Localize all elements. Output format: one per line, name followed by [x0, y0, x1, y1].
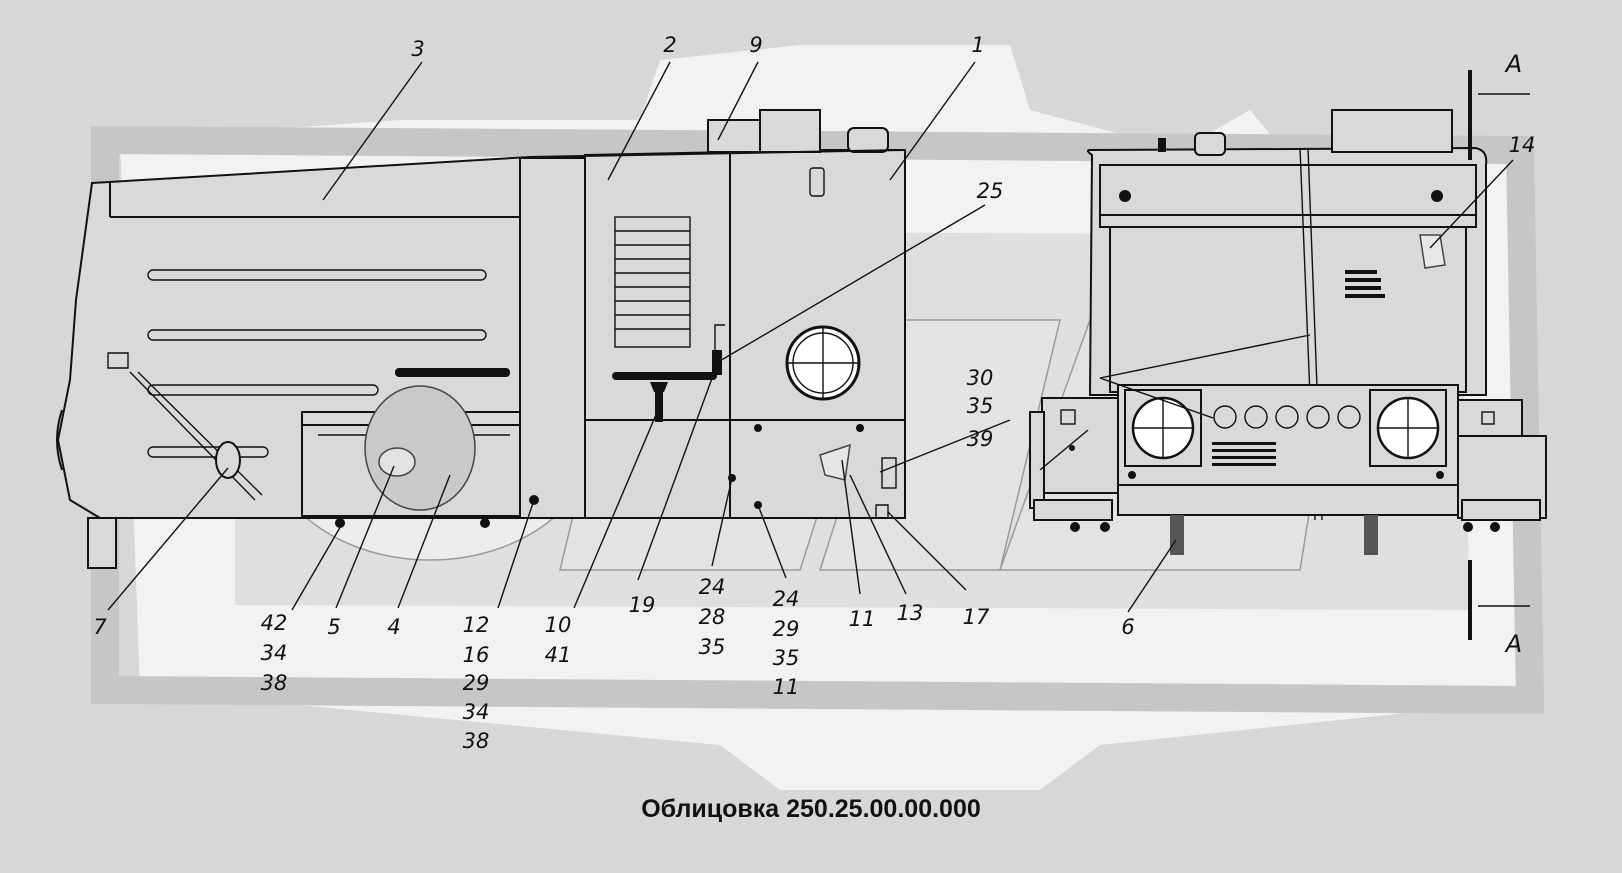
callout-text: 5 [327, 615, 340, 639]
callout-4: 4 [387, 615, 400, 639]
callout-24-29-35-11: 24 29 35 11 [773, 587, 800, 699]
callout-text: 28 [699, 605, 726, 629]
detail-14 [1419, 234, 1446, 269]
louver-slot [147, 446, 269, 458]
callout-24-28-35: 24 28 35 [699, 575, 726, 659]
callout-text: 11 [849, 607, 876, 631]
callout-text: 3 [411, 37, 424, 61]
callout-2: 2 [663, 33, 676, 57]
louver-grille [614, 216, 691, 348]
callout-text: 35 [699, 635, 726, 659]
callout-3: 3 [411, 37, 424, 61]
callout-text: 35 [967, 394, 994, 418]
louver-slot [147, 269, 487, 281]
callout-text: 24 [699, 575, 726, 599]
callout-30-35-39: 30 35 39 [967, 366, 994, 451]
callout-text: 11 [773, 675, 800, 699]
leader-lines [107, 61, 1514, 613]
frame-12 [519, 157, 586, 519]
callout-text: 25 [977, 179, 1004, 203]
callout-text: 38 [261, 671, 288, 695]
callout-text: 41 [545, 643, 572, 667]
callout-13: 13 [897, 601, 924, 625]
callout-text: 7 [93, 615, 107, 639]
callout-1: 1 [971, 33, 984, 57]
handle [612, 372, 717, 380]
callout-text: 39 [967, 427, 994, 451]
callout-14: 14 [1509, 133, 1536, 157]
callout-7: 7 [93, 615, 107, 639]
callout-text: 17 [963, 605, 990, 629]
louver-slot [147, 329, 487, 341]
callout-text: 29 [463, 671, 490, 695]
callout-text: 9 [749, 33, 762, 57]
callout-text: 34 [261, 641, 288, 665]
callout-text: 29 [773, 617, 800, 641]
callout-12-16-29-34-38: 12 16 29 34 38 [463, 613, 490, 753]
indicator-box [1457, 399, 1523, 437]
vent-slots [1212, 442, 1276, 466]
callout-text: 13 [897, 601, 924, 625]
callout-text: 24 [773, 587, 800, 611]
unit-top [1331, 109, 1453, 153]
callout-19: 19 [629, 593, 656, 617]
callout-text: 14 [1509, 133, 1536, 157]
callout-text: 12 [463, 613, 490, 637]
label-plate [1345, 270, 1385, 298]
callout-text: 4 [387, 615, 400, 639]
callout-5: 5 [327, 615, 340, 639]
foot-bracket [87, 517, 117, 569]
callout-text: 6 [1121, 615, 1134, 639]
lock-10 [650, 382, 668, 422]
callout-text: 35 [773, 646, 800, 670]
latch-7 [107, 352, 263, 501]
callout-text: 1 [971, 33, 984, 57]
callout-6: 6 [1121, 615, 1134, 639]
callout-17: 17 [963, 605, 990, 629]
callout-10-41: 10 41 [545, 613, 572, 667]
drawing-caption: Облицовка 250.25.00.00.000 [641, 795, 981, 823]
detail-5-view [364, 385, 476, 511]
callout-42-34-38: 42 34 38 [261, 611, 288, 695]
callout-text: 38 [463, 729, 490, 753]
handle [395, 368, 510, 377]
callout-text: 42 [261, 611, 288, 635]
section-mark-bottom: A [1504, 630, 1522, 658]
control-box [1041, 397, 1119, 494]
callout-9: 9 [749, 33, 762, 57]
panel-10 [584, 419, 731, 519]
callout-text: 19 [629, 593, 656, 617]
callout-11: 11 [849, 607, 876, 631]
callout-text: 2 [663, 33, 676, 57]
callout-text: 10 [545, 613, 572, 637]
callout-text: 34 [463, 700, 490, 724]
callout-text: 30 [967, 366, 994, 390]
callout-text: 16 [463, 643, 490, 667]
section-mark-top: A [1504, 50, 1522, 78]
side-view [56, 109, 906, 569]
callout-25: 25 [977, 179, 1004, 203]
